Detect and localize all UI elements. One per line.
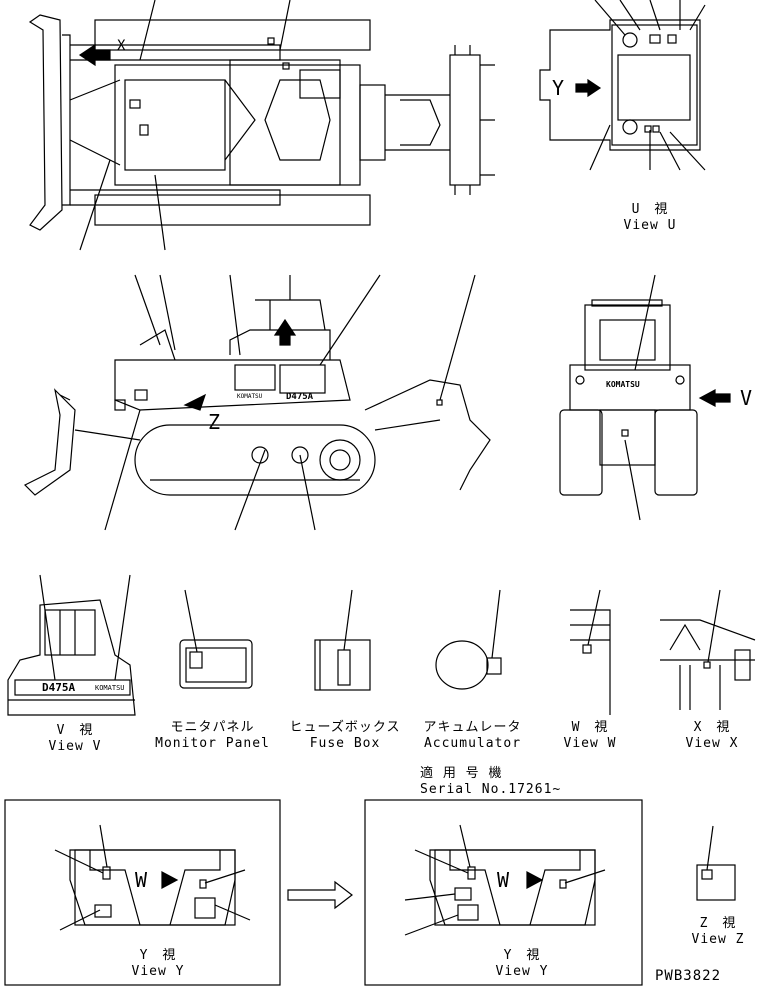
arrow-x-label: X: [117, 38, 126, 54]
serial-en: Serial No.17261~: [420, 782, 562, 797]
fuse-box-caption: ヒューズボックス Fuse Box: [285, 720, 405, 752]
monitor-panel-drawing: [179, 589, 253, 689]
side-view-dozer: [23, 274, 491, 531]
accumulator-en: Accumulator: [423, 736, 522, 751]
model-badge-side: D475A: [286, 392, 314, 402]
view-w-drawing: [570, 589, 611, 715]
fuse-box-drawing: [314, 589, 371, 691]
view-x-jp: X 視: [693, 720, 731, 735]
monitor-panel-caption: モニタパネル Monitor Panel: [150, 720, 275, 752]
view-y2-en: View Y: [495, 964, 549, 979]
view-w-en: View W: [563, 736, 617, 751]
fuse-box-en: Fuse Box: [309, 736, 381, 751]
view-v-jp: V 視: [56, 723, 94, 738]
brand-badge-v: KOMATSU: [95, 684, 125, 692]
view-w-caption: W 視 View W: [550, 720, 630, 752]
monitor-panel-jp: モニタパネル: [170, 720, 255, 735]
arrow-w2-label: W: [497, 868, 510, 892]
arrow-z-label: Z: [208, 410, 221, 434]
view-z-jp: Z 視: [699, 916, 737, 931]
view-v-en: View V: [48, 739, 102, 754]
serial-jp: 適 用 号 機: [420, 766, 503, 781]
accumulator-caption: アキュムレータ Accumulator: [415, 720, 530, 752]
monitor-panel-en: Monitor Panel: [155, 736, 270, 751]
view-y1-en: View Y: [131, 964, 185, 979]
drawing-number: PWB3822: [655, 968, 722, 984]
view-u-caption: U 視 View U: [610, 202, 690, 234]
view-x-drawing: [660, 589, 756, 710]
fuse-box-jp: ヒューズボックス: [289, 720, 401, 735]
view-v-drawing: [7, 574, 136, 716]
rear-view-dozer: [559, 274, 731, 521]
arrow-y-label: Y: [552, 76, 565, 100]
view-u-drawing: [539, 0, 706, 171]
view-y-drawing-2: [364, 799, 643, 986]
view-z-en: View Z: [691, 932, 745, 947]
view-z-caption: Z 視 View Z: [678, 916, 758, 948]
brand-badge-rear: KOMATSU: [606, 380, 640, 389]
view-u-jp: U 視: [631, 202, 669, 217]
transition-arrow: [287, 880, 353, 910]
view-x-en: View X: [685, 736, 739, 751]
view-v-caption: V 視 View V: [35, 723, 115, 755]
view-y-drawing-1: [4, 799, 281, 986]
view-y2-caption: Y 視 View Y: [482, 948, 562, 980]
accumulator-jp: アキュムレータ: [423, 720, 522, 735]
top-view-dozer: [28, 0, 495, 251]
view-w-jp: W 視: [571, 720, 609, 735]
view-y1-jp: Y 視: [139, 948, 177, 963]
arrow-w1-label: W: [135, 868, 148, 892]
brand-badge-side: KOMATSU: [237, 393, 263, 400]
view-y2-jp: Y 視: [503, 948, 541, 963]
arrow-v-label: V: [740, 386, 753, 410]
view-x-caption: X 視 View X: [672, 720, 752, 752]
view-u-en: View U: [623, 218, 677, 233]
view-y1-caption: Y 視 View Y: [118, 948, 198, 980]
model-badge-v: D475A: [42, 681, 76, 694]
view-z-drawing: [696, 825, 736, 901]
serial-caption: 適 用 号 機 Serial No.17261~: [420, 766, 561, 798]
accumulator-drawing: [435, 589, 502, 690]
